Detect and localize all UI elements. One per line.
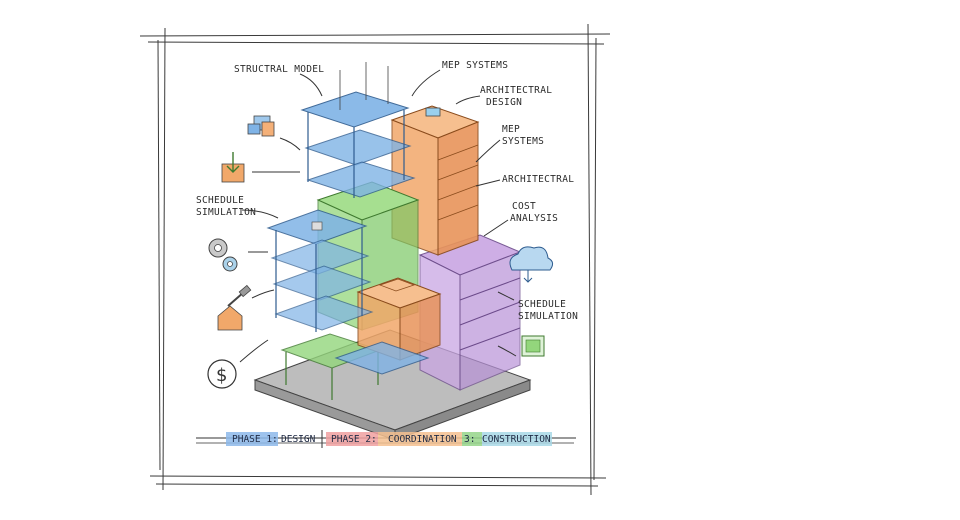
label-schedule-left-2: SIMULATION (196, 207, 256, 218)
label-schedule-right-2: SIMULATION (518, 311, 578, 322)
label-structural-model: STRUCTRAL MODEL (234, 64, 324, 75)
sketch-frame (139, 23, 611, 496)
phase-legend: PHASE 1: DESIGN PHASE 2: COORDINATION 3:… (196, 430, 576, 448)
label-cost-1: COST (512, 201, 536, 212)
label-mep-top: MEP SYSTEMS (442, 60, 508, 71)
svg-text:$: $ (216, 365, 227, 386)
legend-coordination-label: COORDINATION (388, 434, 457, 445)
legend-phase1-label: PHASE 1: (232, 434, 278, 445)
legend-construction-swatch (482, 432, 552, 446)
legend-phase3-label: 3: (464, 434, 475, 445)
legend-construction-label: CONSTRUCTION (482, 434, 551, 445)
legend-phase3-swatch (462, 432, 482, 446)
gears-icon (208, 238, 238, 272)
label-schedule-left-1: SCHEDULE (196, 195, 244, 206)
annotation-arrows (239, 69, 517, 363)
legend-phase2-swatch (326, 432, 378, 446)
download-box-icon (221, 152, 245, 183)
document-icon (521, 335, 545, 357)
hammer-house-icon (217, 284, 252, 331)
blue-left-stack (266, 209, 374, 332)
dollar-icon: $ (207, 359, 237, 389)
legend-phase1-swatch (226, 432, 278, 446)
label-architectural: ARCHITECTRAL (502, 174, 574, 185)
label-schedule-right-1: SCHEDULE (518, 299, 566, 310)
puzzle-icon (247, 115, 275, 137)
label-mep-right-1: MEP (502, 124, 520, 135)
legend-phase2-label: PHASE 2: (331, 434, 377, 445)
orange-center-block (356, 277, 442, 361)
legend-design-label: DESIGN (281, 434, 316, 445)
blue-structural-tower (300, 62, 416, 198)
cloud-sync-icon (509, 246, 554, 283)
legend-coordination-swatch (378, 432, 462, 446)
label-architectural-design-1: ARCHITECTRAL (480, 85, 552, 96)
label-architectural-design-2: DESIGN (486, 97, 522, 108)
blue-bottom-plate (334, 341, 430, 375)
diagram-labels: STRUCTRAL MODEL MEP SYSTEMS ARCHITECTRAL… (196, 60, 578, 322)
label-cost-2: ANALYSIS (510, 213, 558, 224)
label-mep-right-2: SYSTEMS (502, 136, 544, 147)
